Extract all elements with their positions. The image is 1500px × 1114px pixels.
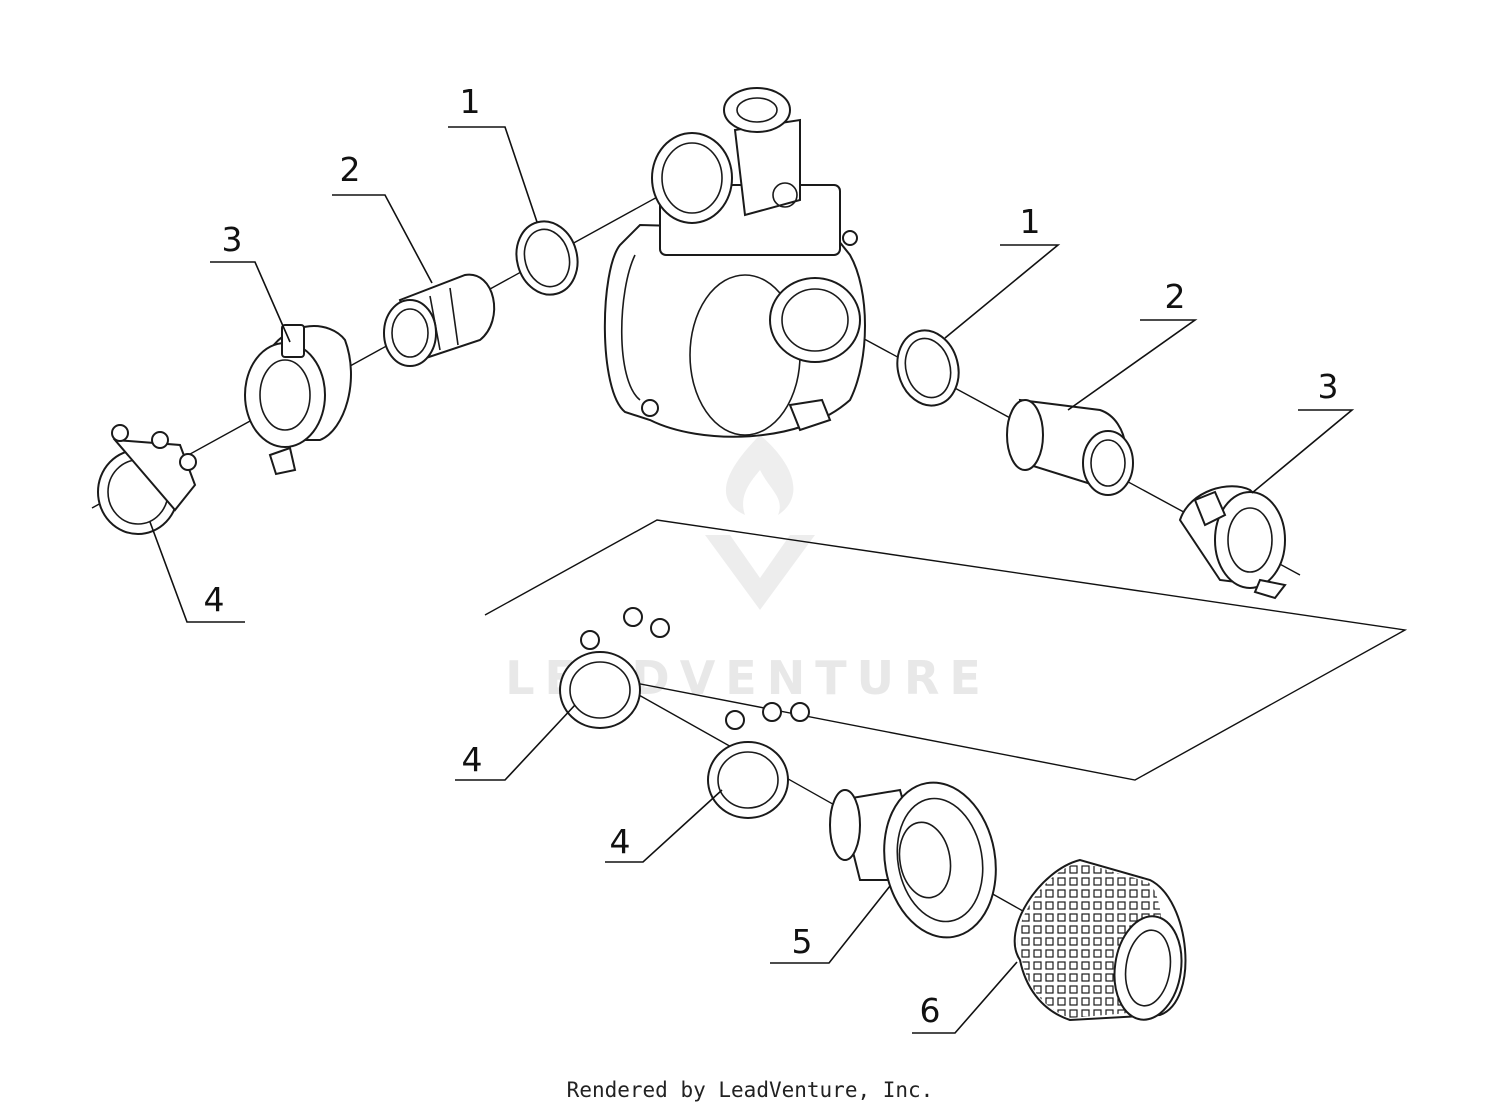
hose-clamp-kit-lower [707, 702, 810, 819]
callout-1-gasket-right: 1 [1020, 202, 1041, 241]
callout-4-hose-clamp-left: 4 [204, 580, 225, 619]
hose-barb-left [383, 273, 496, 367]
leader-lines [149, 126, 1355, 1034]
callout-3-coupling-nut-left: 3 [222, 220, 243, 259]
gasket-left [515, 220, 579, 296]
callout-2-hose-barb-right: 2 [1165, 277, 1186, 316]
callout-2-hose-barb-left: 2 [340, 150, 361, 189]
strainer-adapter [829, 781, 997, 939]
callouts: 1 2 3 4 1 2 3 4 4 5 6 [204, 82, 1339, 1030]
hose-barb-right [1006, 398, 1134, 496]
strainer-screen [1013, 858, 1187, 1022]
hose-clamp-left [97, 424, 197, 535]
hose-clamp-kit-upper [559, 607, 670, 729]
callout-5-strainer-adapter: 5 [792, 922, 813, 961]
callout-6-strainer-screen: 6 [920, 991, 941, 1030]
watermark-flame-icon [725, 435, 794, 515]
footer-credit: Rendered by LeadVenture, Inc. [566, 1078, 934, 1102]
watermark-v-icon [705, 535, 815, 610]
coupling-nut-right [1178, 485, 1287, 600]
gasket-right [896, 329, 960, 407]
pump-body [603, 87, 866, 438]
callout-4-hose-clamp-kit-lower: 4 [610, 822, 631, 861]
callout-3-coupling-nut-right: 3 [1318, 367, 1339, 406]
callout-1-gasket-left: 1 [460, 82, 481, 121]
callout-4-hose-clamp-kit-upper: 4 [462, 740, 483, 779]
coupling-nut-left [244, 324, 352, 476]
